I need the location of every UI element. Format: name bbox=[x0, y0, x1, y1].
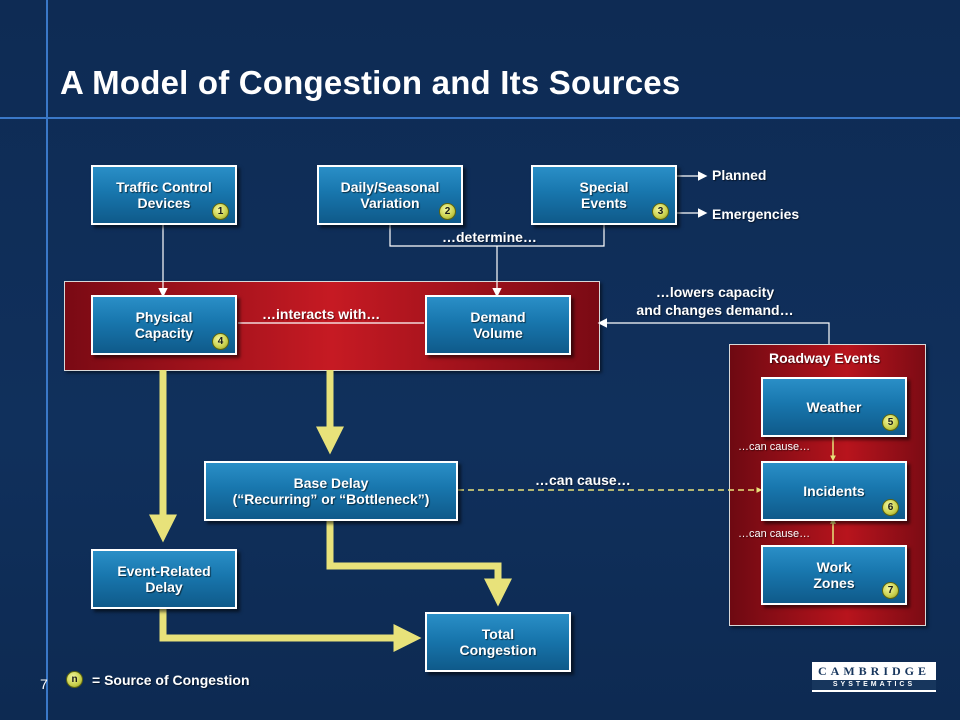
daily-seasonal-variation-box: Daily/Seasonal Variation bbox=[317, 165, 463, 225]
daily-seasonal-variation-label: Daily/Seasonal Variation bbox=[340, 179, 440, 211]
page-number: 7 bbox=[40, 676, 48, 692]
event-delay-to-total-arrow bbox=[159, 607, 422, 652]
source-badge-4: 4 bbox=[212, 333, 229, 350]
can-cause-weather-label: …can cause… bbox=[738, 441, 811, 453]
base-delay-to-total-arrow bbox=[326, 520, 512, 607]
demand-volume-label: Demand Volume bbox=[470, 309, 526, 341]
work-zones-label: Work Zones bbox=[813, 559, 855, 591]
special-events-label: Special Events bbox=[579, 179, 629, 211]
logo-line-2: SYSTEMATICS bbox=[812, 680, 936, 690]
roadway-events-title: Roadway Events bbox=[769, 350, 881, 366]
roadway-to-panel-line bbox=[597, 318, 830, 344]
incidents-label: Incidents bbox=[803, 483, 865, 499]
source-badge-6: 6 bbox=[882, 499, 899, 516]
slide-title: A Model of Congestion and Its Sources bbox=[60, 64, 681, 101]
emergencies-label: Emergencies bbox=[712, 206, 800, 222]
horizontal-accent-line bbox=[0, 117, 960, 119]
can-cause-main-label: …can cause… bbox=[535, 472, 631, 488]
incidents-box: Incidents bbox=[761, 461, 907, 521]
weather-label: Weather bbox=[806, 399, 862, 415]
base-delay-box: Base Delay (“Recurring” or “Bottleneck”) bbox=[204, 461, 458, 521]
source-badge-2: 2 bbox=[439, 203, 456, 220]
lowers-capacity-label-1: …lowers capacity bbox=[655, 284, 775, 300]
total-congestion-label: Total Congestion bbox=[459, 626, 537, 658]
source-badge-1: 1 bbox=[212, 203, 229, 220]
determine-label: …determine… bbox=[442, 229, 537, 245]
event-related-delay-label: Event-Related Delay bbox=[117, 563, 211, 595]
logo-line-1: CAMBRIDGE bbox=[817, 664, 930, 678]
demand-volume-box: Demand Volume bbox=[425, 295, 571, 355]
planned-label: Planned bbox=[712, 167, 767, 183]
physical-capacity-label: Physical Capacity bbox=[134, 309, 194, 341]
source-badge-7: 7 bbox=[882, 582, 899, 599]
source-badge-3: 3 bbox=[652, 203, 669, 220]
total-congestion-box: Total Congestion bbox=[425, 612, 571, 672]
legend-text: = Source of Congestion bbox=[92, 672, 250, 688]
source-badge-5: 5 bbox=[882, 414, 899, 431]
interacts-with-label: …interacts with… bbox=[262, 306, 381, 322]
traffic-control-devices-label: Traffic Control Devices bbox=[116, 179, 212, 211]
base-delay-label: Base Delay (“Recurring” or “Bottleneck”) bbox=[232, 475, 430, 507]
vertical-accent-line bbox=[46, 0, 48, 720]
cambridge-systematics-logo: CAMBRIDGE SYSTEMATICS bbox=[812, 662, 936, 692]
lowers-capacity-label-2: and changes demand… bbox=[636, 302, 794, 318]
event-related-delay-box: Event-Related Delay bbox=[91, 549, 237, 609]
legend-badge-icon: n bbox=[66, 671, 83, 688]
can-cause-workzones-label: …can cause… bbox=[738, 528, 811, 540]
